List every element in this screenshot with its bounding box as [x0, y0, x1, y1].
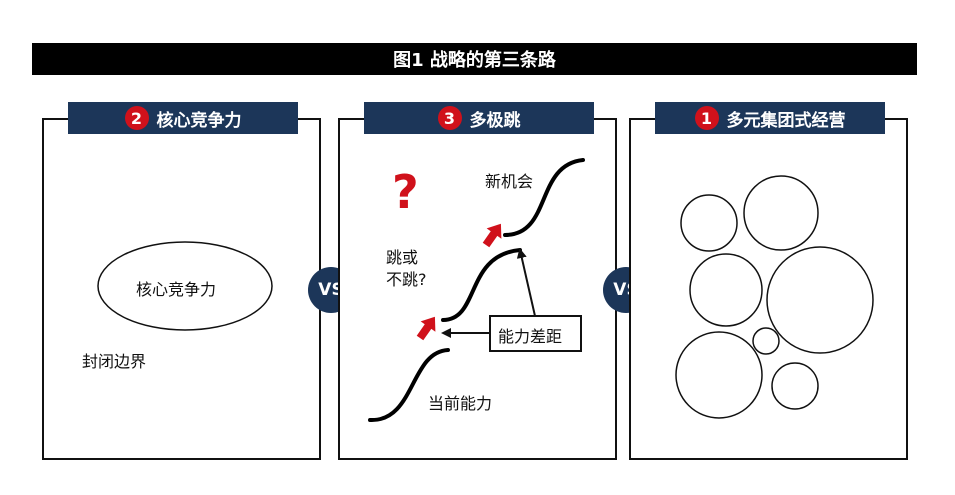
s-curve-middle	[441, 248, 522, 322]
panel-title: 多极跳	[469, 110, 521, 131]
business-circle	[675, 331, 763, 419]
question-mark-icon: ?	[392, 165, 419, 219]
jump-arrow-icon	[416, 316, 436, 341]
number-badge: 3	[437, 106, 462, 130]
business-circle	[766, 246, 874, 354]
jump-arrow-icon	[482, 223, 502, 248]
panel-title: 多元集团式经营	[726, 110, 846, 131]
panel-header-diversified: 1 多元集团式经营	[655, 102, 885, 134]
core-competence-graphic	[97, 241, 273, 331]
core-competence-oval	[97, 241, 273, 331]
number-badge: 1	[694, 106, 719, 130]
panel-title: 核心竞争力	[156, 110, 242, 131]
jump-question-line1: 跳或	[386, 248, 419, 267]
panel-header-core-competence: 2 核心竞争力	[68, 102, 298, 134]
business-circle	[680, 194, 738, 252]
capability-gap-box	[489, 315, 582, 352]
gap-arrow	[516, 248, 536, 317]
s-curves-graphic	[368, 158, 585, 423]
panel-diversified: 1 多元集团式经营	[629, 102, 908, 460]
capability-gap-label: 能力差距	[498, 327, 563, 346]
figure-title: 图1 战略的第三条路	[32, 43, 917, 75]
panel-core-competence: 2 核心竞争力 核心竞争力 封闭边界	[42, 102, 321, 460]
panel-multi-jump: 3 多极跳 ? 跳或 不跳? 新机会 能力差距 当前能力	[338, 102, 617, 460]
current-capability-label: 当前能力	[428, 394, 493, 413]
closed-boundary-label: 封闭边界	[82, 352, 147, 371]
s-curve-new	[503, 158, 585, 237]
panel-header-multi-jump: 3 多极跳	[364, 102, 594, 134]
business-circle	[752, 327, 780, 355]
business-circles-graphic	[675, 175, 874, 419]
number-badge: 2	[124, 106, 149, 130]
new-opportunity-label: 新机会	[485, 172, 534, 191]
business-circle	[689, 253, 763, 327]
business-circle	[771, 362, 819, 410]
business-circle	[743, 175, 819, 251]
oval-label: 核心竞争力	[136, 280, 217, 299]
s-curve-current	[368, 348, 450, 423]
jump-question-line2: 不跳?	[386, 270, 427, 289]
